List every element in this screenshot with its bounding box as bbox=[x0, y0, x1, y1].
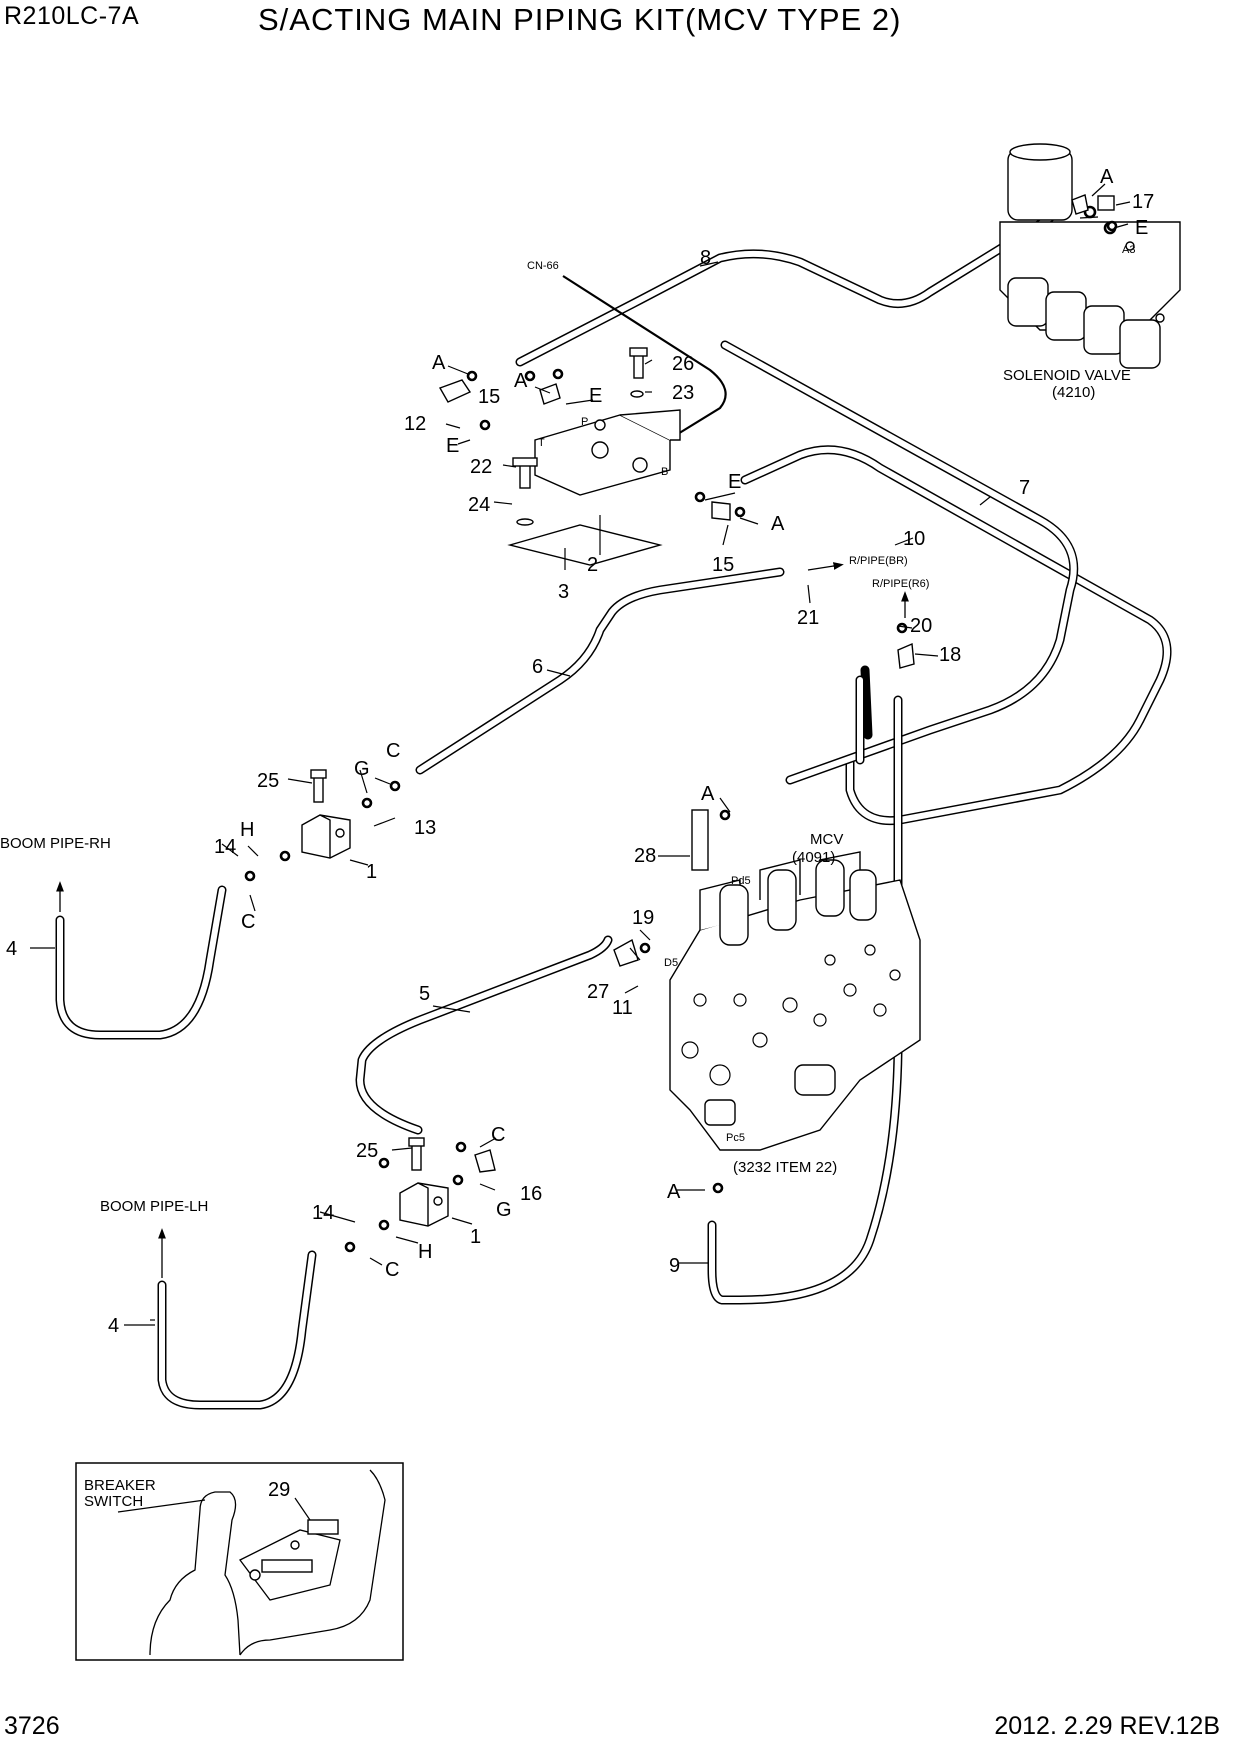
callout-9: 9 bbox=[669, 1255, 680, 1277]
rpipe-r6-label: R/PIPE(R6) bbox=[872, 578, 929, 590]
mcv-label: MCV bbox=[810, 831, 843, 848]
callout-e-top: E bbox=[1135, 217, 1148, 239]
callout-numbers: A 17 E 8 A A 26 15 E 23 12 E 22 24 E 7 A… bbox=[6, 166, 1154, 1501]
cn66-wire bbox=[562, 275, 727, 441]
callout-4-lh: 4 bbox=[108, 1315, 119, 1337]
hose-8 bbox=[515, 213, 1055, 367]
leader-lines bbox=[30, 183, 1131, 1521]
mcv-block bbox=[669, 851, 921, 1151]
callout-24: 24 bbox=[468, 494, 490, 516]
callout-c-lower2: C bbox=[385, 1259, 399, 1281]
port-pd5: Pd5 bbox=[731, 875, 751, 887]
inset-frame bbox=[75, 1462, 404, 1661]
callout-10: 10 bbox=[903, 528, 925, 550]
callout-1-lower: 1 bbox=[470, 1226, 481, 1248]
port-labels: A3 P T B Pd5 D5 Pc5 bbox=[538, 244, 1135, 1144]
breaker-switch-label-1: BREAKER bbox=[84, 1477, 156, 1494]
callout-25-lower: 25 bbox=[356, 1140, 378, 1162]
component-labels: SOLENOID VALVE (4210) MCV (4091) CN-66 R… bbox=[0, 260, 1131, 1510]
mcv-ref: (4091) bbox=[792, 849, 835, 866]
callout-e-right: E bbox=[728, 471, 741, 493]
callout-19: 19 bbox=[632, 907, 654, 929]
callout-7: 7 bbox=[1019, 477, 1030, 499]
hose-4-lh bbox=[157, 1250, 317, 1410]
callout-e-block: E bbox=[589, 385, 602, 407]
port-a3: A3 bbox=[1122, 244, 1135, 256]
callout-6: 6 bbox=[532, 656, 543, 678]
callout-e-left: E bbox=[446, 435, 459, 457]
port-d5: D5 bbox=[664, 957, 678, 969]
solenoid-valve-label: SOLENOID VALVE bbox=[1003, 367, 1131, 384]
block-1-lower bbox=[399, 1182, 449, 1227]
callout-13: 13 bbox=[414, 817, 436, 839]
callout-8: 8 bbox=[700, 247, 711, 269]
callout-h-upper: H bbox=[240, 819, 254, 841]
callout-14-lower: 14 bbox=[312, 1202, 334, 1224]
hose-9 bbox=[707, 695, 903, 1305]
callout-g-lower: G bbox=[496, 1199, 512, 1221]
solenoid-valve-ref: (4210) bbox=[1052, 384, 1095, 401]
hose-5 bbox=[355, 935, 613, 1135]
callout-c-upper: C bbox=[386, 740, 400, 762]
callout-14-upper: 14 bbox=[214, 836, 236, 858]
breaker-switch-label-2: SWITCH bbox=[84, 1493, 143, 1510]
callout-11: 11 bbox=[612, 997, 633, 1019]
port-t: T bbox=[538, 437, 545, 449]
callout-a-mcv: A bbox=[701, 783, 715, 805]
callout-5: 5 bbox=[419, 983, 430, 1005]
hose-18-drop bbox=[855, 665, 873, 765]
callout-c-rh: C bbox=[241, 911, 255, 933]
page-title: S/ACTING MAIN PIPING KIT(MCV TYPE 2) bbox=[258, 2, 902, 37]
boom-pipe-rh-label: BOOM PIPE-RH bbox=[0, 835, 111, 852]
callout-25-upper: 25 bbox=[257, 770, 279, 792]
callout-2: 2 bbox=[587, 554, 598, 576]
callout-a-top: A bbox=[1100, 166, 1114, 188]
breaker-switch-console bbox=[149, 1469, 386, 1656]
callout-3: 3 bbox=[558, 581, 569, 603]
page-number: 3726 bbox=[4, 1712, 60, 1740]
callout-1-upper: 1 bbox=[366, 861, 377, 883]
hose-10 bbox=[720, 340, 1079, 785]
callout-21: 21 bbox=[797, 607, 819, 629]
direction-arrows bbox=[56, 562, 909, 1278]
callout-4-rh: 4 bbox=[6, 938, 17, 960]
boom-pipe-lh-label: BOOM PIPE-LH bbox=[100, 1198, 208, 1215]
callout-17: 17 bbox=[1132, 191, 1154, 213]
rpipe-br-label: R/PIPE(BR) bbox=[849, 555, 908, 567]
callout-16: 16 bbox=[520, 1183, 542, 1205]
bolts-and-rings bbox=[244, 194, 1118, 1253]
callout-h-lower: H bbox=[418, 1241, 432, 1263]
hose-7 bbox=[740, 445, 1172, 826]
callout-26: 26 bbox=[672, 353, 694, 375]
callout-c-lower: C bbox=[491, 1124, 505, 1146]
block-1-upper bbox=[301, 814, 351, 859]
date-revision: 2012. 2.29 REV.12B bbox=[994, 1712, 1220, 1740]
port-b: B bbox=[661, 466, 668, 478]
solenoid-valve-assembly bbox=[999, 143, 1181, 369]
callout-29: 29 bbox=[268, 1479, 290, 1501]
callout-23: 23 bbox=[672, 382, 694, 404]
callout-15-top: 15 bbox=[478, 386, 500, 408]
callout-a-right: A bbox=[771, 513, 785, 535]
callout-18: 18 bbox=[939, 644, 961, 666]
model-code: R210LC-7A bbox=[4, 2, 140, 30]
callout-a-block: A bbox=[432, 352, 446, 374]
item-ref-label: (3232 ITEM 22) bbox=[733, 1159, 837, 1176]
callout-22: 22 bbox=[470, 456, 492, 478]
hose-4-rh bbox=[55, 885, 227, 1040]
callout-a-lower: A bbox=[667, 1181, 681, 1203]
callout-g-upper: G bbox=[354, 758, 370, 780]
port-pc5: Pc5 bbox=[726, 1132, 745, 1144]
callout-20: 20 bbox=[910, 615, 932, 637]
cn66-label: CN-66 bbox=[527, 260, 559, 272]
callout-15-mid: 15 bbox=[712, 554, 734, 576]
callout-12: 12 bbox=[404, 413, 426, 435]
callout-27: 27 bbox=[587, 981, 609, 1003]
callout-28: 28 bbox=[634, 845, 656, 867]
port-p: P bbox=[581, 416, 588, 428]
hose-6 bbox=[415, 567, 785, 775]
valve-block-2 bbox=[507, 409, 681, 566]
callout-a-block2: A bbox=[514, 370, 528, 392]
